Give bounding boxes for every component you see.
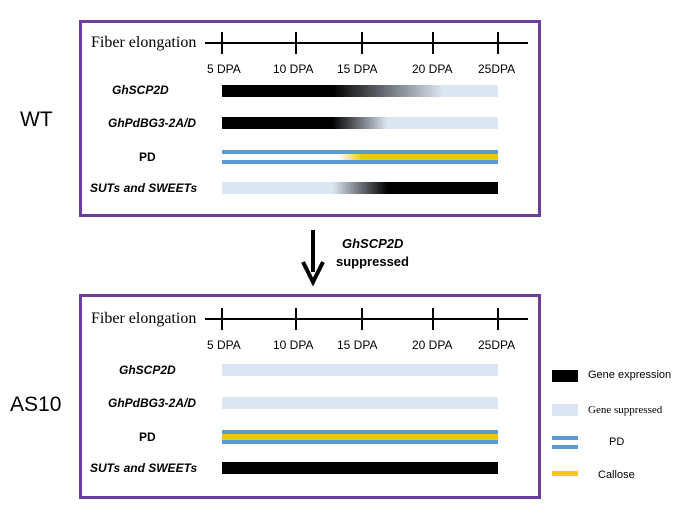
legend-swatch-expression xyxy=(552,370,578,382)
as10-panel xyxy=(79,294,541,499)
legend-swatch-pd-bottom xyxy=(552,445,578,449)
arrow-text-gene: GhSCP2D xyxy=(342,236,404,251)
legend-swatch-callose xyxy=(552,471,578,476)
as10-tick-label-3: 20 DPA xyxy=(412,338,453,352)
wt-row-label-1: GhPdBG3-2A/D xyxy=(108,116,197,130)
as10-axis-title: Fiber elongation xyxy=(91,310,197,327)
legend-label-suppressed: Gene suppressed xyxy=(588,404,663,416)
as10-tick-label-1: 10 DPA xyxy=(273,338,314,352)
wt-bar-1 xyxy=(222,117,498,129)
as10-tick-label-2: 15 DPA xyxy=(337,338,378,352)
wt-tick-label-3: 20 DPA xyxy=(412,62,453,76)
bars-layer xyxy=(222,85,498,474)
as10-row-label-2: PD xyxy=(139,430,156,444)
as10-tick-label-0: 5 DPA xyxy=(207,338,241,352)
wt-tick-label-4: 25DPA xyxy=(478,62,516,76)
wt-callose-band xyxy=(337,154,498,160)
wt-row-label-3: SUTs and SWEETs xyxy=(90,181,198,195)
as10-bar-0 xyxy=(222,364,498,376)
legend-swatch-pd-top xyxy=(552,436,578,440)
wt-row-label-2: PD xyxy=(139,150,156,164)
as10-bar-3 xyxy=(222,462,498,474)
wt-axis-title: Fiber elongation xyxy=(91,34,197,51)
wt-tick-label-2: 15 DPA xyxy=(337,62,378,76)
legend-label-pd: PD xyxy=(609,436,625,448)
legend-swatch-suppressed xyxy=(552,404,578,416)
wt-tick-label-1: 10 DPA xyxy=(273,62,314,76)
as10-row-label-3: SUTs and SWEETs xyxy=(90,461,198,475)
legend-label-expression: Gene expression xyxy=(588,369,672,381)
as10-row-label-0: GhSCP2D xyxy=(119,363,176,377)
wt-tick-label-0: 5 DPA xyxy=(207,62,241,76)
wt-bar-0 xyxy=(222,85,498,97)
as10-label: AS10 xyxy=(10,393,62,416)
legend-layer xyxy=(552,370,578,476)
as10-pd-bottom xyxy=(222,440,498,444)
wt-label: WT xyxy=(20,108,53,131)
axes-layer xyxy=(205,32,528,330)
down-arrow-head xyxy=(301,261,325,287)
as10-pd-top xyxy=(222,430,498,434)
wt-bar-3 xyxy=(222,182,498,194)
as10-row-label-1: GhPdBG3-2A/D xyxy=(108,396,197,410)
as10-callose-band xyxy=(222,434,498,440)
arrow-layer xyxy=(301,230,325,287)
as10-tick-label-4: 25DPA xyxy=(478,338,516,352)
legend-label-callose: Callose xyxy=(598,469,635,481)
wt-pd-bottom xyxy=(222,160,498,164)
wt-panel xyxy=(79,20,541,217)
as10-bar-1 xyxy=(222,397,498,409)
arrow-text-suppressed: suppressed xyxy=(336,254,409,269)
wt-pd-top xyxy=(222,150,498,154)
wt-row-label-0: GhSCP2D xyxy=(112,83,169,97)
